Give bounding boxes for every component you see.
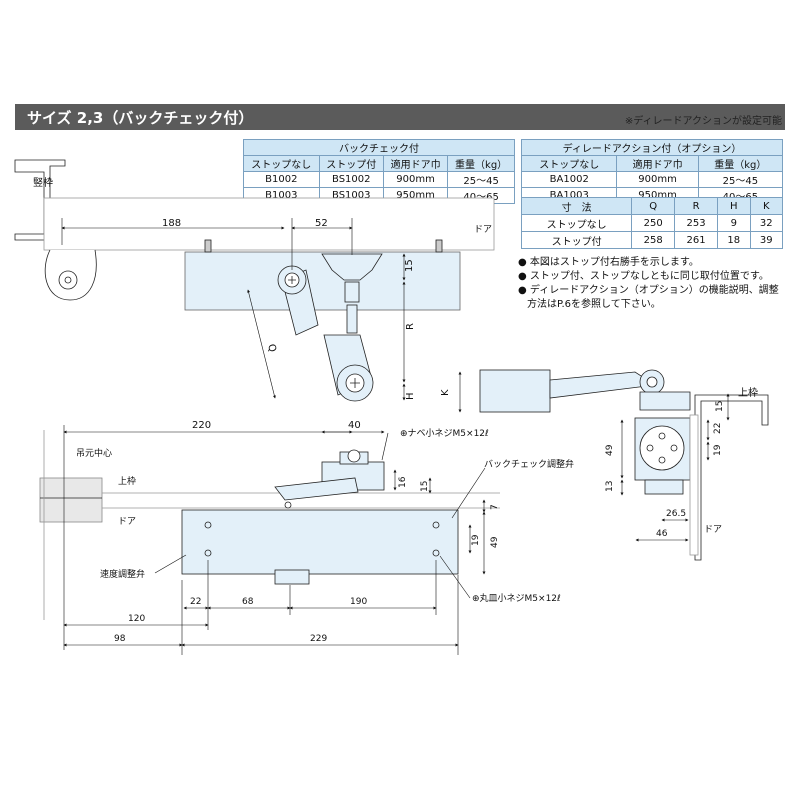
section-title: サイズ 2,3（バックチェック付）: [27, 109, 254, 127]
dim-label: 49: [490, 536, 500, 548]
table-header: 重量（kg）: [697, 155, 784, 172]
backcheck-model-table: バックチェック付 ストップなし ストップ付 適用ドア巾 重量（kg） B1002…: [243, 139, 515, 204]
table-header: 重量（kg）: [447, 155, 515, 172]
dim-label: 229: [310, 634, 327, 644]
dim-label: 15: [715, 401, 725, 412]
delayed-action-note: ※ディレードアクションが設定可能: [624, 116, 782, 127]
backcheck-table-caption: バックチェック付: [243, 139, 515, 156]
dim-label: K: [440, 389, 451, 396]
front-view-dimensions: [63, 425, 486, 655]
dim-label: R: [405, 323, 416, 330]
table-cell: 39: [749, 231, 784, 249]
label-door: ドア: [704, 525, 722, 535]
label-hinge-center: 吊元中心: [76, 447, 112, 459]
label-top-frame: 上枠: [118, 475, 136, 487]
dim-label: 15: [404, 259, 415, 272]
label-pan-screw: ⊕ナベ小ネジM5×12ℓ: [400, 428, 489, 439]
table-row: ストップ付 258 261 18 39: [520, 231, 784, 249]
front-view: [39, 430, 500, 620]
dim-label: 7: [490, 504, 500, 510]
label-speed-valve: 速度調整弁: [100, 568, 145, 580]
dim-label: 40: [348, 420, 361, 431]
dim-label: 19: [471, 534, 481, 546]
label-backcheck-valve: バックチェック調整弁: [484, 458, 574, 470]
dim-label: 190: [350, 597, 367, 607]
top-view-dimensions: [61, 218, 406, 401]
table-header: 適用ドア巾: [616, 155, 699, 172]
notes-list: ● 本図はストップ付右勝手を示します。 ● ストップ付、ストップなしともに同じ取…: [518, 256, 788, 312]
dim-label: Q: [265, 343, 278, 354]
table-cell: 261: [674, 231, 719, 249]
dim-label: 68: [242, 597, 254, 607]
side-view-dimensions: [458, 371, 730, 542]
dim-label: 52: [315, 218, 328, 229]
dim-label: 98: [114, 634, 126, 644]
dimension-table: 寸 法 Q R H K ストップなし 250 253 9 32 ストップ付 25…: [520, 197, 784, 249]
delayed-action-table: ディレードアクション付（オプション） ストップなし 適用ドア巾 重量（kg） B…: [520, 139, 784, 204]
label-vertical-frame: 竪枠: [33, 176, 53, 189]
label-top-frame: 上枠: [738, 386, 758, 399]
dim-label: 120: [128, 614, 145, 624]
table-cell: BA1002: [520, 171, 618, 188]
side-view: [479, 369, 769, 561]
dim-label: 13: [605, 481, 615, 492]
dim-label: 49: [605, 444, 615, 456]
label-door: ドア: [474, 225, 492, 235]
list-item: ● ディレードアクション（オプション）の機能説明、調整方法はP.6を参照して下さ…: [518, 285, 779, 310]
dim-label: 22: [713, 423, 723, 434]
dim-label: 188: [162, 218, 181, 229]
delayed-table-caption: ディレードアクション付（オプション）: [521, 139, 783, 156]
dim-label: 16: [398, 476, 408, 488]
top-view: [14, 159, 495, 402]
table-header: H: [717, 197, 751, 215]
table-header: 適用ドア巾: [382, 155, 449, 172]
dim-label: H: [405, 392, 416, 400]
dim-label: 15: [420, 481, 430, 492]
list-item: ● 本図はストップ付右勝手を示します。: [518, 257, 699, 268]
list-item: ● ストップ付、ストップなしともに同じ取付位置です。: [518, 271, 769, 282]
dim-label: 19: [713, 444, 723, 456]
table-cell: ストップ付: [520, 231, 633, 249]
dim-label: 46: [656, 529, 668, 539]
table-header: R: [674, 197, 719, 215]
label-door: ドア: [118, 517, 136, 527]
label-oval-screw: ⊕丸皿小ネジM5×12ℓ: [472, 592, 561, 604]
dim-label: 22: [190, 597, 201, 607]
section-header: サイズ 2,3（バックチェック付）: [15, 104, 785, 130]
dim-label: 220: [192, 420, 211, 431]
dim-label: 26.5: [666, 509, 686, 519]
